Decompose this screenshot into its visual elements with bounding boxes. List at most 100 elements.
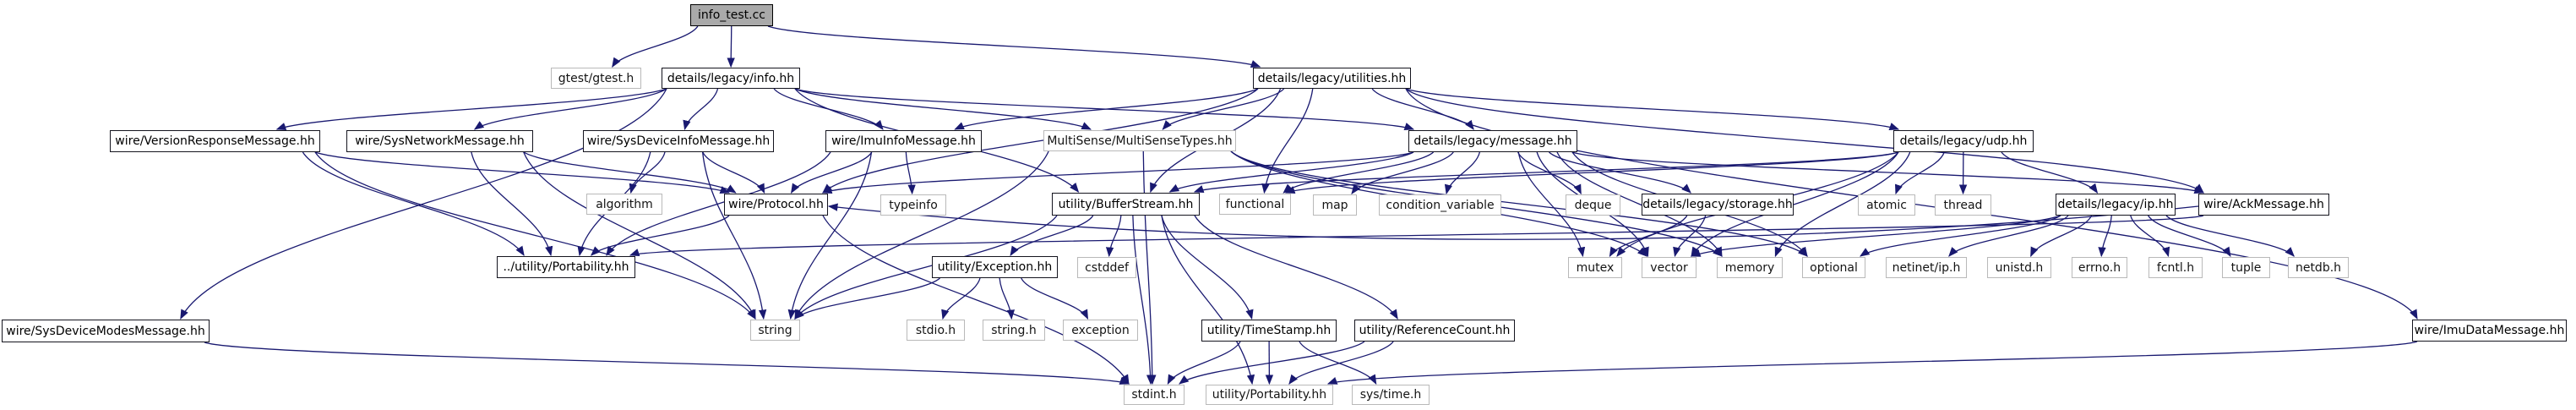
include-edge-imu_info-protocol <box>791 151 873 194</box>
graph-node-label: MultiSense/MultiSenseTypes.hh <box>1047 134 1233 148</box>
include-edge-storage_hh-mutex <box>1609 215 1688 258</box>
graph-node-imudata[interactable]: wire/ImuDataMessage.hh <box>2412 320 2567 342</box>
graph-node-typeinfo: typeinfo <box>880 194 946 216</box>
graph-node-message_hh[interactable]: details/legacy/message.hh <box>1408 130 1577 152</box>
include-edge-sys_devinfo-algorithm <box>629 151 666 194</box>
include-edge-utilities_hh-ack <box>1405 88 2204 194</box>
graph-node-label: wire/SysDeviceInfoMessage.hh <box>586 134 771 148</box>
graph-node-map: map <box>1313 194 1357 216</box>
graph-node-mutex: mutex <box>1568 257 1622 278</box>
graph-node-functional: functional <box>1219 194 1291 215</box>
graph-node-vector: vector <box>1642 257 1696 278</box>
include-edge-message_hh-ack <box>1571 151 2205 194</box>
graph-node-deque: deque <box>1566 194 1620 216</box>
graph-node-label: deque <box>1574 198 1612 212</box>
include-edge-message_hh-mutex <box>1517 151 1586 258</box>
include-edge-message_hh-storage_hh <box>1549 151 1691 194</box>
graph-node-label: utility/Exception.hh <box>937 260 1053 274</box>
include-edge-info_test_cc-info_hh <box>727 25 735 68</box>
graph-node-storage_hh[interactable]: details/legacy/storage.hh <box>1642 194 1794 216</box>
graph-node-label: wire/ImuDataMessage.hh <box>2414 324 2565 337</box>
graph-node-label: string <box>758 323 792 337</box>
include-edge-udp_hh-ip_hh <box>2001 151 2099 194</box>
graph-node-timestamp[interactable]: utility/TimeStamp.hh <box>1201 320 1337 342</box>
graph-node-label: netinet/ip.h <box>1892 260 1961 275</box>
graph-node-label: typeinfo <box>889 198 938 212</box>
graph-node-ack[interactable]: wire/AckMessage.hh <box>2198 194 2329 216</box>
graph-node-label: details/legacy/ip.hh <box>2057 198 2174 211</box>
include-edge-sys_devinfo-string <box>701 151 767 320</box>
include-edge-utilities_hh-mst <box>1162 88 1285 130</box>
graph-node-label: stdio.h <box>915 323 956 337</box>
graph-node-utilities_hh[interactable]: details/legacy/utilities.hh <box>1253 68 1411 89</box>
graph-node-algorithm: algorithm <box>586 194 662 215</box>
graph-node-stdio: stdio.h <box>907 320 965 341</box>
include-edge-ip_hh-tuple <box>2148 215 2231 257</box>
graph-node-version_resp[interactable]: wire/VersionResponseMessage.hh <box>110 130 320 152</box>
graph-node-ip_hh[interactable]: details/legacy/ip.hh <box>2056 194 2176 216</box>
graph-node-label: utility/ReferenceCount.hh <box>1359 324 1511 337</box>
include-edge-udp_hh-memory <box>1774 151 1911 258</box>
graph-node-unistd: unistd.h <box>1987 257 2051 278</box>
graph-node-errno: errno.h <box>2072 257 2127 278</box>
graph-node-cond_var: condition_variable <box>1379 194 1501 216</box>
include-edge-ip_hh-errno <box>2098 215 2112 258</box>
graph-node-sys_network[interactable]: wire/SysNetworkMessage.hh <box>346 130 533 152</box>
include-edge-utilities_hh-message_hh <box>1371 88 1474 130</box>
graph-node-imu_info[interactable]: wire/ImuInfoMessage.hh <box>825 130 982 152</box>
include-edge-refcount-util_port <box>1288 341 1394 385</box>
include-edge-timestamp-systime <box>1299 341 1377 385</box>
include-edge-mst-string <box>794 150 1049 320</box>
graph-node-label: wire/SysNetworkMessage.hh <box>355 134 525 148</box>
include-edge-imu_info-util_port_rel <box>606 151 831 256</box>
graph-node-netdb: netdb.h <box>2288 257 2349 278</box>
include-edge-utilities_hh-udp_hh <box>1405 88 1900 130</box>
include-edge-utilities_hh-protocol <box>822 88 1259 194</box>
graph-node-info_hh[interactable]: details/legacy/info.hh <box>662 68 800 89</box>
include-edge-ip_hh-unistd <box>2030 215 2093 258</box>
graph-node-tuple: tuple <box>2222 257 2270 278</box>
graph-node-protocol[interactable]: wire/Protocol.hh <box>724 194 828 216</box>
graph-node-label: details/legacy/storage.hh <box>1642 198 1793 211</box>
include-edge-mst-optional <box>1230 150 1808 257</box>
graph-node-label: errno.h <box>2078 260 2121 275</box>
include-edge-message_hh-cond_var <box>1444 151 1481 195</box>
graph-node-sys_devinfo[interactable]: wire/SysDeviceInfoMessage.hh <box>583 130 774 152</box>
graph-node-atomic: atomic <box>1858 194 1915 216</box>
graph-node-label: condition_variable <box>1386 198 1495 212</box>
include-edge-utilities_hh-imu_info <box>954 88 1259 130</box>
graph-node-memory: memory <box>1717 257 1783 278</box>
graph-node-systime: sys/time.h <box>1352 385 1430 405</box>
graph-node-label: unistd.h <box>1995 260 2044 275</box>
graph-node-exception_std: exception <box>1063 320 1138 341</box>
include-edge-exception_hh-string <box>794 277 940 320</box>
graph-node-bufferstream[interactable]: utility/BufferStream.hh <box>1052 193 1200 216</box>
graph-node-udp_hh[interactable]: details/legacy/udp.hh <box>1893 130 2034 152</box>
graph-node-refcount[interactable]: utility/ReferenceCount.hh <box>1354 320 1515 342</box>
graph-node-label: utility/BufferStream.hh <box>1058 197 1194 211</box>
graph-node-label: optional <box>1810 260 1858 275</box>
graph-node-exception_hh[interactable]: utility/Exception.hh <box>932 256 1058 278</box>
include-edge-bufferstream-string <box>794 215 1058 320</box>
include-edge-protocol-stdint <box>822 215 1130 385</box>
graph-node-gtest: gtest/gtest.h <box>551 68 641 89</box>
graph-node-util_port: utility/Portability.hh <box>1206 385 1333 405</box>
graph-node-sysdevmodes[interactable]: wire/SysDeviceModesMessage.hh <box>2 320 210 342</box>
graph-node-label: string.h <box>991 323 1037 337</box>
graph-node-util_port_rel[interactable]: ../utility/Portability.hh <box>497 256 635 278</box>
include-edge-info_test_cc-gtest <box>612 25 699 68</box>
include-edge-utilities_hh-functional <box>1261 88 1314 194</box>
graph-node-cstddef: cstddef <box>1077 257 1136 278</box>
graph-node-label: ../utility/Portability.hh <box>503 260 629 274</box>
graph-node-label: stdint.h <box>1131 388 1177 402</box>
include-edge-info_hh-sys_network <box>473 88 667 130</box>
include-edge-message_hh-functional <box>1283 151 1435 194</box>
include-edge-info_hh-mst <box>794 88 1092 130</box>
graph-node-label: netdb.h <box>2295 260 2342 275</box>
graph-node-label: algorithm <box>596 197 653 211</box>
include-edge-version_resp-util_port_rel <box>302 151 525 256</box>
include-edge-bufferstream-cstddef <box>1105 215 1122 258</box>
include-edge-udp_hh-functional <box>1284 151 1899 194</box>
